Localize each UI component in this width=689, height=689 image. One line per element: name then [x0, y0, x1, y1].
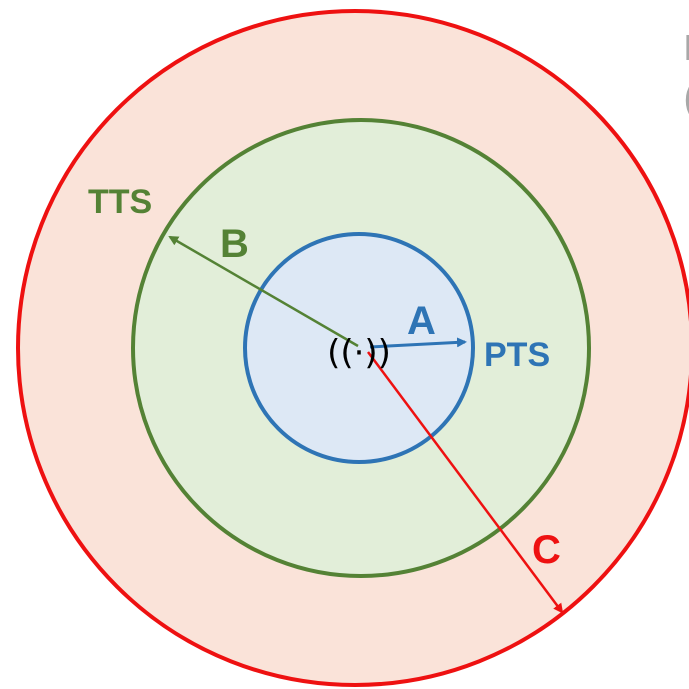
cut-text-line-1: I — [684, 30, 689, 66]
center-symbol: ((·)) — [327, 333, 391, 373]
arrow-a — [369, 337, 467, 349]
arrow-c — [366, 351, 564, 614]
pts-zone-circle — [243, 232, 475, 464]
tts-label: TTS — [88, 183, 152, 221]
cut-text-line-2: ( — [684, 80, 689, 116]
arrow-b — [168, 235, 359, 348]
arrow-b-label: B — [220, 222, 249, 266]
antenna-signal-icon: ((·)) — [327, 333, 391, 373]
pts-label: PTS — [484, 336, 550, 374]
arrow-c-label: C — [532, 528, 561, 572]
arrow-a-label: A — [407, 299, 436, 343]
